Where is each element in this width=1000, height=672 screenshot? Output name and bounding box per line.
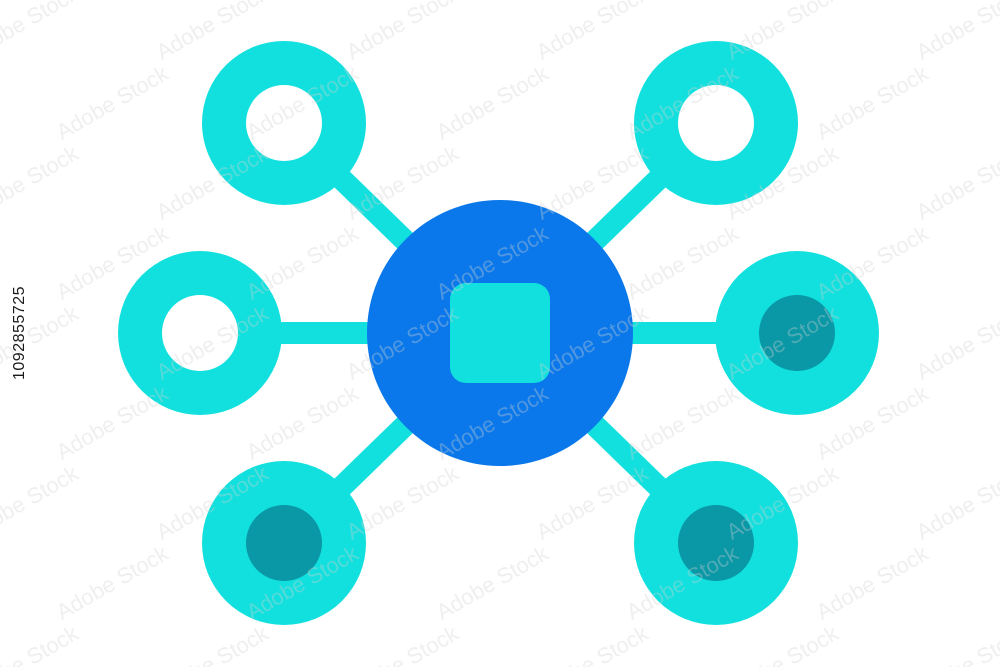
central-hub (367, 200, 633, 466)
node-mid-left (118, 251, 282, 415)
node-mid-right-dot (759, 295, 835, 371)
node-top-right-hole (678, 85, 754, 161)
hub-square (450, 283, 550, 383)
satellite-nodes (118, 41, 879, 625)
node-bottom-right (634, 461, 798, 625)
node-top-right (634, 41, 798, 205)
node-bottom-right-dot (678, 505, 754, 581)
node-bottom-left-dot (246, 505, 322, 581)
node-bottom-left (202, 461, 366, 625)
node-mid-right (715, 251, 879, 415)
node-mid-left-hole (162, 295, 238, 371)
image-id-text: 1092855725 (11, 286, 28, 380)
node-top-left (202, 41, 366, 205)
node-top-left-hole (246, 85, 322, 161)
